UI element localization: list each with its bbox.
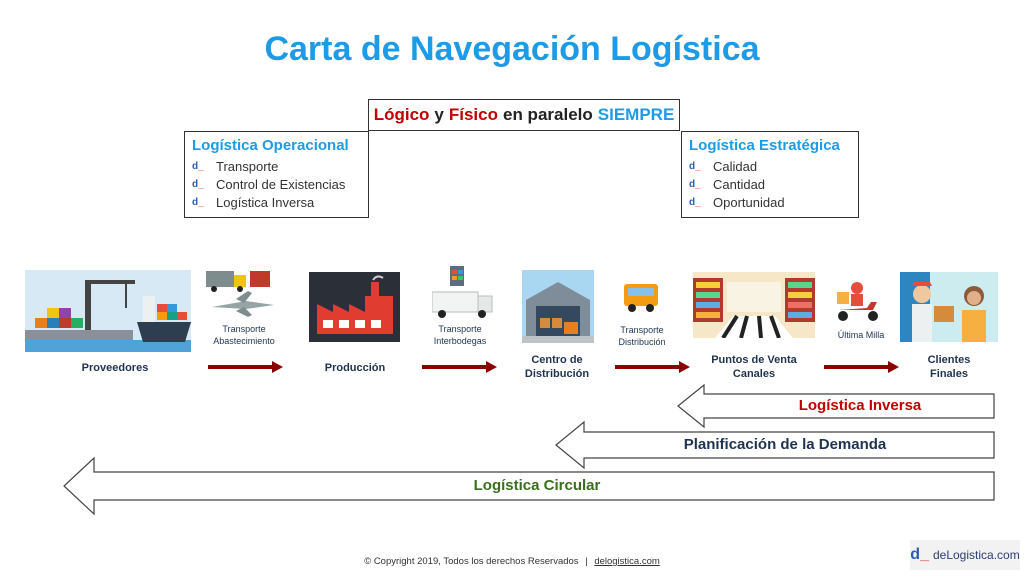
- footer-copyright: © Copyright 2019, Todos los derechos Res…: [364, 556, 579, 567]
- transport-distribution-icon: [624, 284, 658, 312]
- delogistica-bullet-icon: d_: [689, 160, 701, 172]
- circular-logistics-arrow: [63, 456, 995, 516]
- stage-label-clientes-finales: Clientes Finales: [927, 354, 971, 380]
- factory-icon: [309, 272, 400, 342]
- customers-delivery-icon: [900, 272, 998, 342]
- subtitle-en-paralelo: en paralelo: [503, 105, 593, 124]
- strategic-list: d_Calidad d_Cantidad d_Oportunidad: [689, 157, 851, 211]
- demand-planning-arrow: [555, 420, 995, 470]
- last-mile-scooter-icon: [837, 282, 878, 321]
- stage-label-puntos-venta: Puntos de Venta Canales: [711, 354, 797, 380]
- transport-label-interbodegas: Transporte Interbodegas: [433, 324, 487, 346]
- stage-label-proveedores: Proveedores: [81, 362, 149, 374]
- operational-item: d_Transporte: [192, 158, 279, 174]
- footer: © Copyright 2019, Todos los derechos Res…: [0, 556, 1024, 567]
- strategic-panel: Logística Estratégica d_Calidad d_Cantid…: [681, 131, 859, 218]
- delogistica-bullet-icon: d_: [192, 178, 204, 190]
- stage-label-produccion: Producción: [324, 362, 386, 374]
- delogistica-logo-icon: d_: [910, 546, 929, 563]
- subtitle-y: y: [434, 105, 444, 124]
- delogistica-bullet-icon: d_: [192, 196, 204, 208]
- footer-link[interactable]: delogistica.com: [594, 556, 660, 567]
- circular-logistics-label: Logística Circular: [473, 477, 601, 494]
- footer-separator: |: [585, 556, 588, 567]
- operational-item: d_Control de Existencias: [192, 176, 346, 192]
- port-illustration-icon: [25, 270, 191, 352]
- brand-logo: d_ deLogistica.com: [910, 540, 1020, 570]
- strategic-item: d_Cantidad: [689, 176, 766, 192]
- page-title: Carta de Navegación Logística: [264, 30, 760, 68]
- operational-title: Logística Operacional: [192, 137, 349, 154]
- delogistica-bullet-icon: d_: [192, 160, 204, 172]
- delogistica-bullet-icon: d_: [689, 178, 701, 190]
- strategic-title: Logística Estratégica: [689, 137, 840, 154]
- strategic-item: d_Calidad: [689, 158, 758, 174]
- flow-arrow-2: [422, 361, 497, 373]
- flow-arrow-1: [208, 361, 283, 373]
- transport-interwarehouse-icon: [432, 266, 493, 318]
- stage-label-centro-distribucion: Centro de Distribución: [524, 354, 590, 380]
- reverse-logistics-arrow: [677, 383, 995, 429]
- transport-label-ultima-milla: Última Milla: [837, 330, 885, 340]
- subtitle-box: Lógico y Físico en paralelo SIEMPRE: [368, 99, 680, 131]
- reverse-logistics-label: Logística Inversa: [798, 397, 922, 414]
- subtitle-logico: Lógico: [373, 105, 430, 124]
- transport-label-abastecimiento: Transporte Abastecimiento: [213, 324, 275, 346]
- demand-planning-label: Planificación de la Demanda: [683, 436, 887, 453]
- operational-panel: Logística Operacional d_Transporte d_Con…: [184, 131, 369, 218]
- retail-store-icon: [693, 272, 815, 338]
- operational-list: d_Transporte d_Control de Existencias d_…: [192, 157, 361, 211]
- operational-item: d_Logística Inversa: [192, 194, 315, 210]
- flow-arrow-4: [824, 361, 899, 373]
- flow-arrow-3: [615, 361, 690, 373]
- brand-name: deLogistica.com: [932, 548, 1020, 562]
- subtitle-siempre: SIEMPRE: [597, 105, 675, 124]
- subtitle-fisico: Físico: [448, 105, 498, 124]
- distribution-center-icon: [522, 270, 594, 343]
- transport-supply-icon: [206, 271, 274, 317]
- strategic-item: d_Oportunidad: [689, 194, 785, 210]
- transport-label-distribucion: Transporte Distribución: [618, 325, 666, 347]
- delogistica-bullet-icon: d_: [689, 196, 701, 208]
